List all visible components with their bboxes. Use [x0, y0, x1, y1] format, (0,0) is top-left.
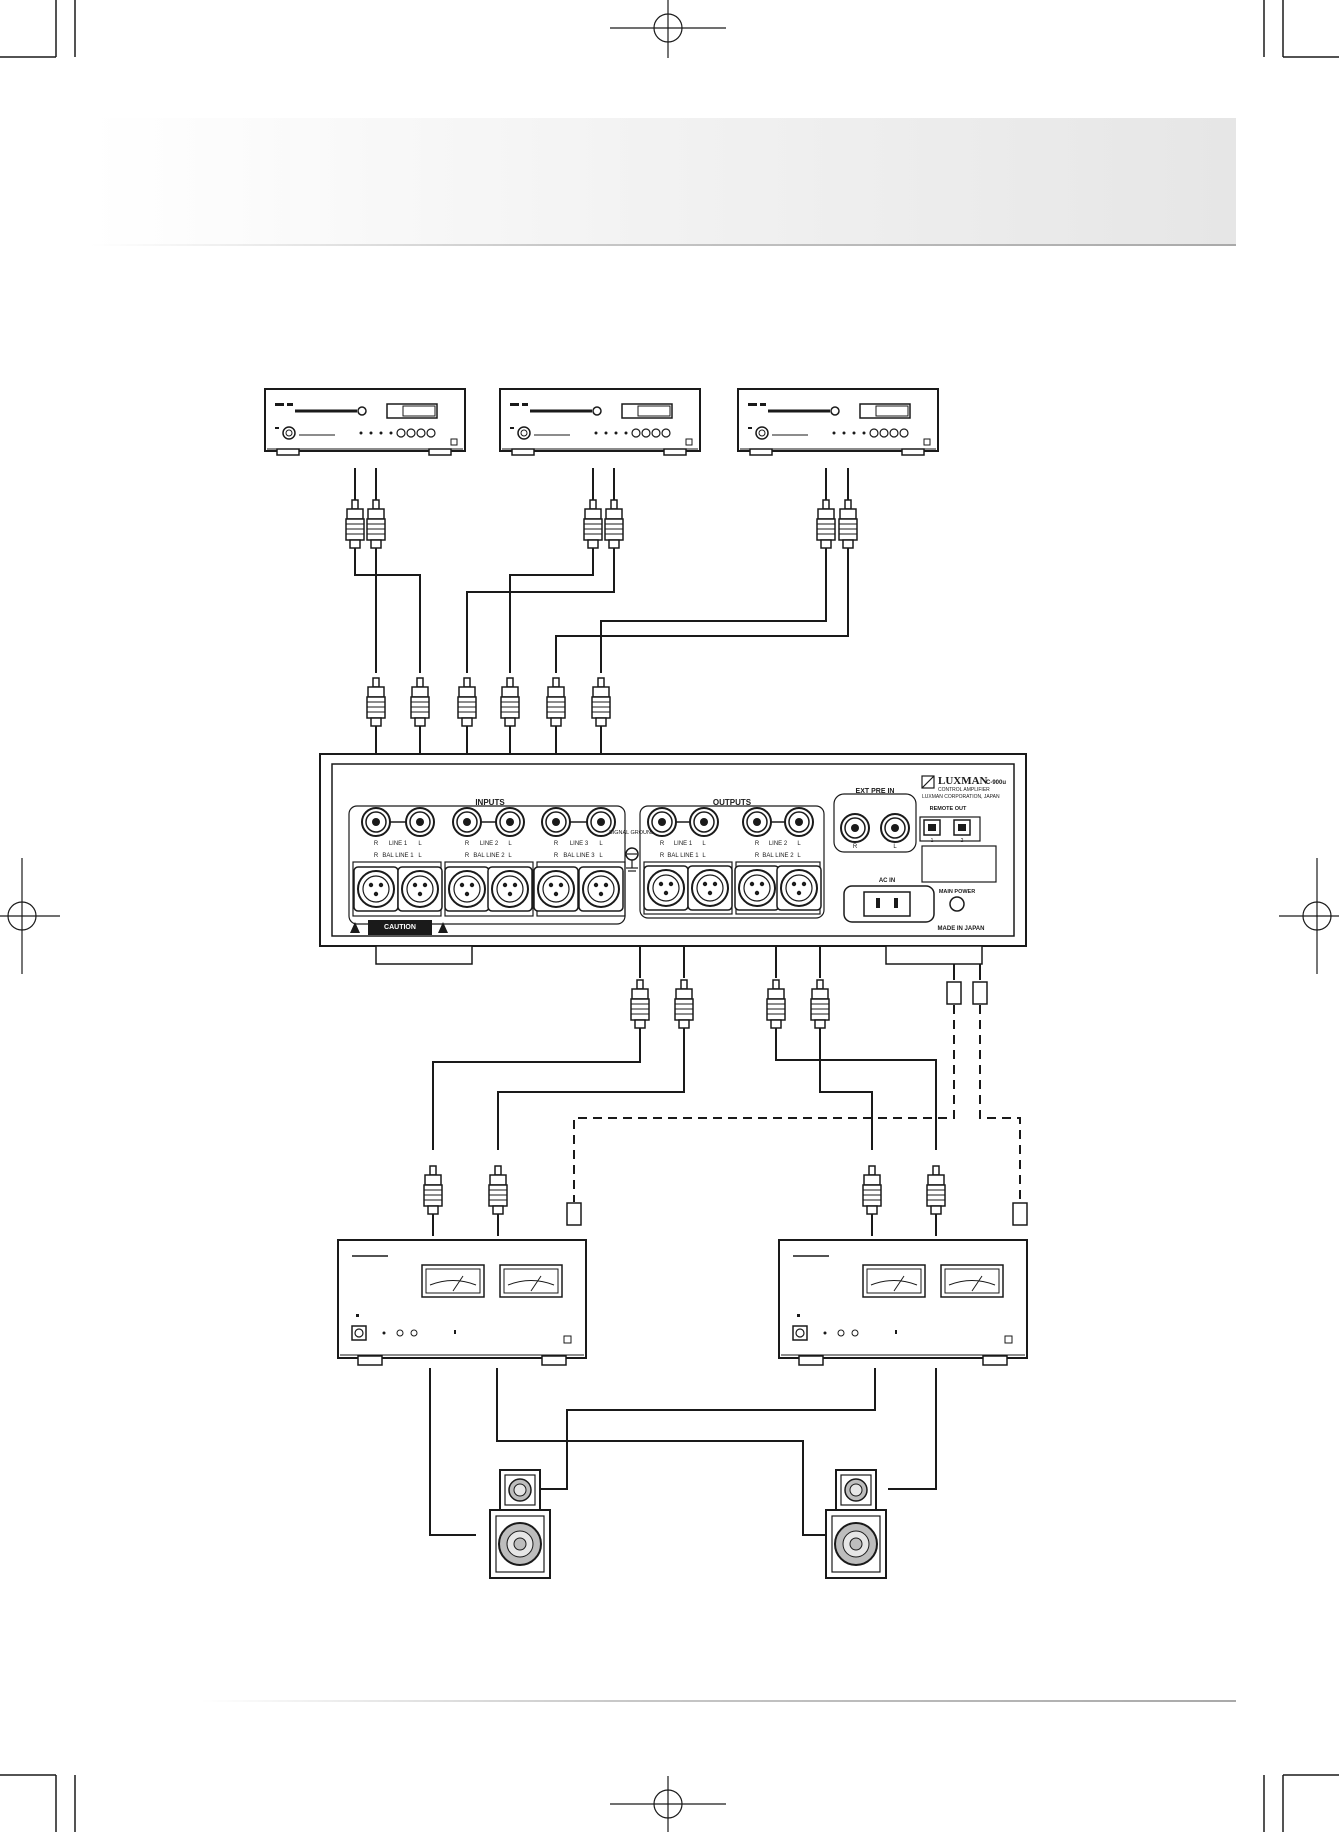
control-amplifier-rear-panel: INPUTS OUTPUTS R LINE 1 L R LINE 2 L R L…	[320, 754, 1026, 964]
rca-plug-icon	[458, 678, 476, 726]
rca-plug-icon	[839, 500, 857, 548]
output-line1-label: LINE 1	[674, 841, 693, 847]
output-bal-line2-label: BAL LINE 2	[762, 853, 794, 859]
xlr-jack-icon[interactable]	[688, 866, 732, 910]
bal-line2-label: BAL LINE 2	[473, 853, 505, 859]
output-bal-line1-label: BAL LINE 1	[667, 853, 699, 859]
made-in-label: MADE IN JAPAN	[938, 926, 985, 932]
svg-text:R: R	[755, 841, 760, 847]
xlr-jack-icon[interactable]	[488, 867, 532, 911]
svg-text:R: R	[374, 853, 379, 859]
svg-text:R: R	[554, 841, 559, 847]
speaker-icon	[490, 1470, 550, 1578]
remote-plug-icon	[947, 982, 961, 1004]
rca-plug-icon	[547, 678, 565, 726]
input-jack-line1-l[interactable]	[406, 808, 434, 836]
input-jack-line2-l[interactable]	[496, 808, 524, 836]
remote-plug-icon	[567, 1203, 581, 1225]
svg-text:R: R	[374, 841, 379, 847]
main-power-switch[interactable]	[950, 897, 964, 911]
xlr-jack-icon[interactable]	[398, 867, 442, 911]
source-player-2	[500, 389, 700, 455]
rca-plug-icon	[817, 500, 835, 548]
input-jack-line2-r[interactable]	[453, 808, 481, 836]
svg-text:R: R	[554, 853, 559, 859]
source-player-1	[265, 389, 465, 455]
line2-label: LINE 2	[480, 841, 499, 847]
signal-cables	[355, 468, 980, 1535]
source-player-3	[738, 389, 938, 455]
ac-inlet[interactable]	[844, 886, 934, 922]
svg-text:2: 2	[961, 838, 964, 844]
power-amplifier-2	[779, 1240, 1027, 1365]
svg-text:1: 1	[931, 838, 934, 844]
svg-text:R: R	[853, 844, 858, 850]
output-jack-line1-r[interactable]	[648, 808, 676, 836]
rca-plug-icon	[631, 980, 649, 1028]
model-name: C-900u	[986, 780, 1006, 786]
bal-line1-label: BAL LINE 1	[382, 853, 414, 859]
ext-pre-in-jack-l[interactable]	[881, 814, 909, 842]
output-line2-label: LINE 2	[769, 841, 788, 847]
rca-plug-icon	[592, 678, 610, 726]
output-jack-line2-r[interactable]	[743, 808, 771, 836]
power-amplifier-1	[338, 1240, 586, 1365]
maker-name: LUXMAN CORPORATION, JAPAN	[922, 794, 1000, 800]
speaker-icon	[826, 1470, 886, 1578]
line3-label: LINE 3	[570, 841, 589, 847]
remote-plug-icon	[973, 982, 987, 1004]
rca-plug-icon	[927, 1166, 945, 1214]
svg-text:R: R	[465, 853, 470, 859]
remote-out-port-2[interactable]	[954, 820, 970, 835]
rca-plug-icon	[675, 980, 693, 1028]
signal-ground-label: SIGNAL GROUND	[609, 830, 655, 836]
svg-text:R: R	[660, 841, 665, 847]
xlr-jack-icon[interactable]	[445, 867, 489, 911]
svg-text:R: R	[660, 853, 665, 859]
inputs-label: INPUTS	[475, 798, 505, 807]
brand-name: LUXMAN	[938, 775, 988, 787]
input-jack-line3-r[interactable]	[542, 808, 570, 836]
bal-line3-label: BAL LINE 3	[563, 853, 595, 859]
rca-plug-icon	[811, 980, 829, 1028]
output-jack-line1-l[interactable]	[690, 808, 718, 836]
remote-out-label: REMOTE OUT	[930, 806, 967, 812]
xlr-jack-icon[interactable]	[644, 866, 688, 910]
rca-plug-icon	[411, 678, 429, 726]
rca-plug-icon	[424, 1166, 442, 1214]
caution-label: CAUTION	[384, 924, 416, 931]
outputs-label: OUTPUTS	[713, 798, 752, 807]
xlr-jack-icon[interactable]	[579, 867, 623, 911]
xlr-jack-icon[interactable]	[735, 866, 779, 910]
xlr-jack-icon[interactable]	[354, 867, 398, 911]
remote-out-port-1[interactable]	[924, 820, 940, 835]
rca-plug-icon	[489, 1166, 507, 1214]
rca-plug-icon	[584, 500, 602, 548]
rca-plug-icon	[767, 980, 785, 1028]
line1-label: LINE 1	[389, 841, 408, 847]
svg-text:R: R	[465, 841, 470, 847]
ext-pre-in-label: EXT PRE IN	[856, 788, 895, 795]
rca-plug-icon	[605, 500, 623, 548]
input-jack-line1-r[interactable]	[362, 808, 390, 836]
rca-plug-icon	[501, 678, 519, 726]
ac-in-label: AC IN	[879, 878, 895, 884]
xlr-jack-icon[interactable]	[534, 867, 578, 911]
output-jack-line2-l[interactable]	[785, 808, 813, 836]
svg-text:R: R	[755, 853, 760, 859]
ext-pre-in-jack-r[interactable]	[841, 814, 869, 842]
rca-plug-icon	[346, 500, 364, 548]
amp-type: CONTROL AMPLIFIER	[938, 787, 990, 793]
rca-plug-icon	[367, 500, 385, 548]
xlr-jack-icon[interactable]	[777, 866, 821, 910]
remote-plug-icon	[1013, 1203, 1027, 1225]
rca-plug-icon	[863, 1166, 881, 1214]
rca-plug-icon	[367, 678, 385, 726]
main-power-label: MAIN POWER	[939, 889, 975, 895]
